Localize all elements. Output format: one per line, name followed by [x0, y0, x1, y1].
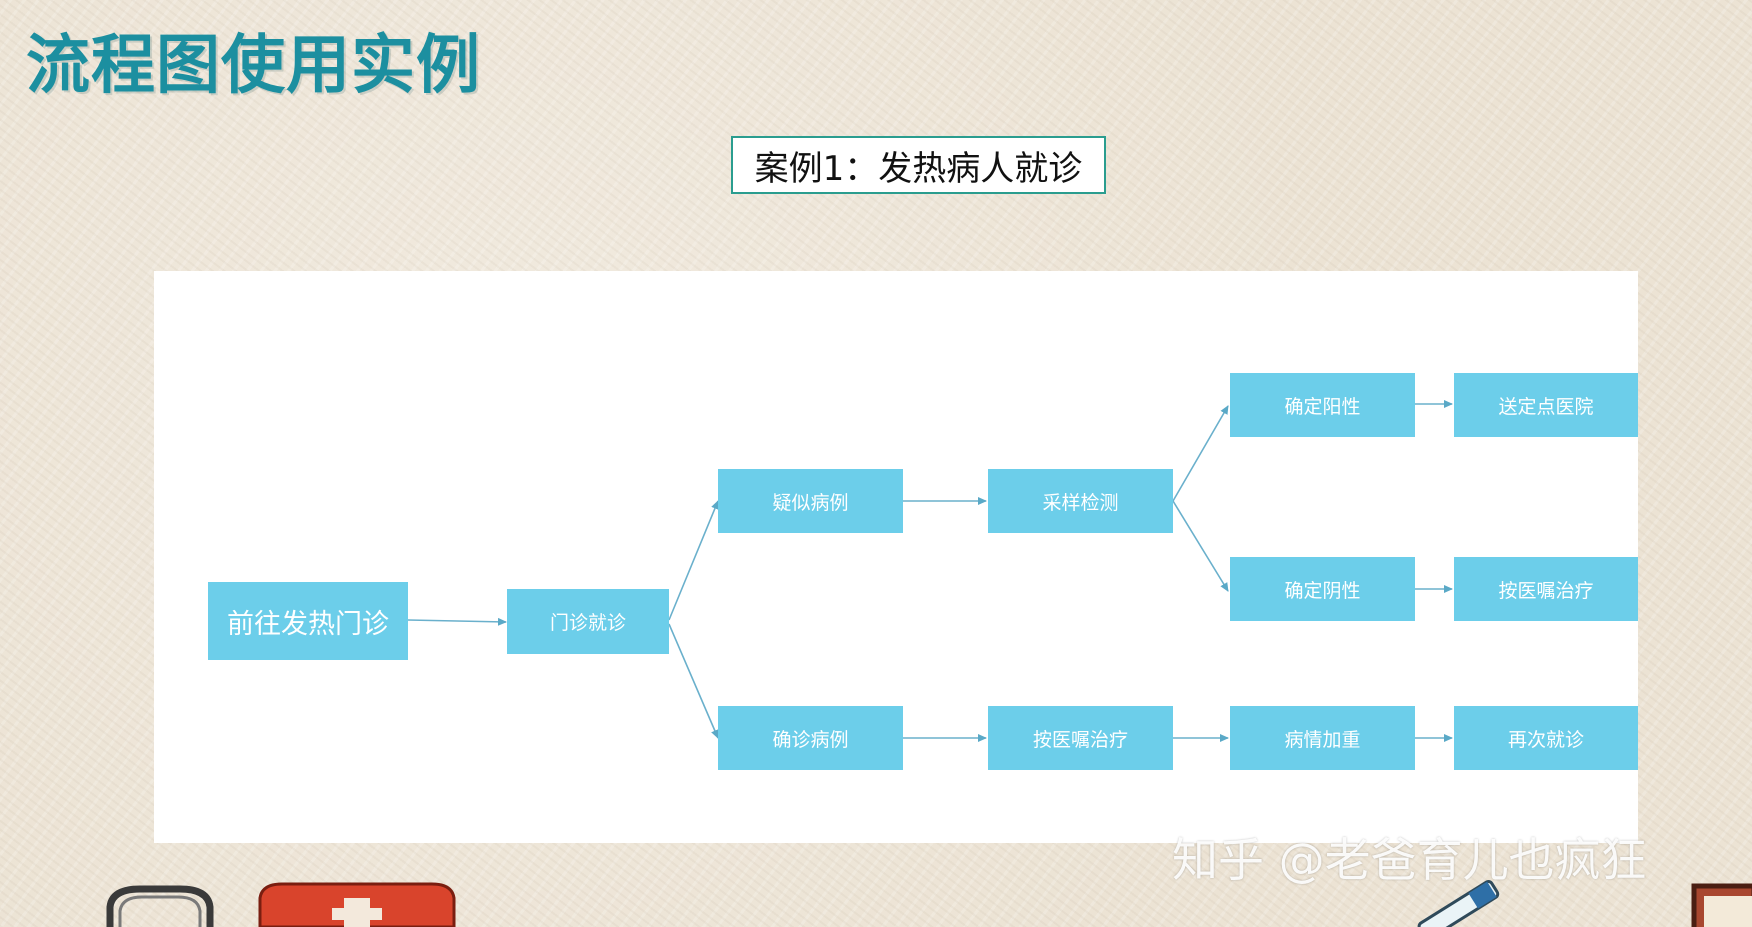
node-treat-by-advice-1: 按医嘱治疗 [1454, 557, 1638, 621]
node-outpatient: 门诊就诊 [507, 589, 669, 654]
arrow-outpatient-to-suspected [668, 500, 719, 621]
node-revisit: 再次就诊 [1454, 706, 1638, 770]
node-confirmed: 确诊病例 [718, 706, 903, 770]
node-to-hospital: 送定点医院 [1454, 373, 1638, 437]
page-title: 流程图使用实例 [26, 29, 481, 103]
arrow-sampling-to-positive [1172, 405, 1229, 502]
watermark: 知乎 @老爸育儿也疯狂 [1172, 833, 1647, 887]
arrow-clinic-to-outpatient [407, 617, 507, 626]
node-suspected: 疑似病例 [718, 469, 903, 533]
node-sampling: 采样检测 [988, 469, 1173, 533]
case-title: 案例1：发热病人就诊 [731, 136, 1106, 194]
syringe-illustration [1417, 880, 1500, 927]
arrow-outpatient-to-confirmed [668, 623, 719, 739]
node-negative: 确定阴性 [1230, 557, 1415, 621]
node-worsening: 病情加重 [1230, 706, 1415, 770]
node-treat-by-advice-2: 按医嘱治疗 [988, 706, 1173, 770]
node-go-fever-clinic: 前往发热门诊 [208, 582, 408, 660]
bag-illustration [106, 885, 214, 927]
case-illustration [258, 882, 456, 927]
node-positive: 确定阳性 [1230, 373, 1415, 437]
arrow-sampling-to-negative [1172, 500, 1229, 592]
frame-illustration [1691, 883, 1752, 927]
